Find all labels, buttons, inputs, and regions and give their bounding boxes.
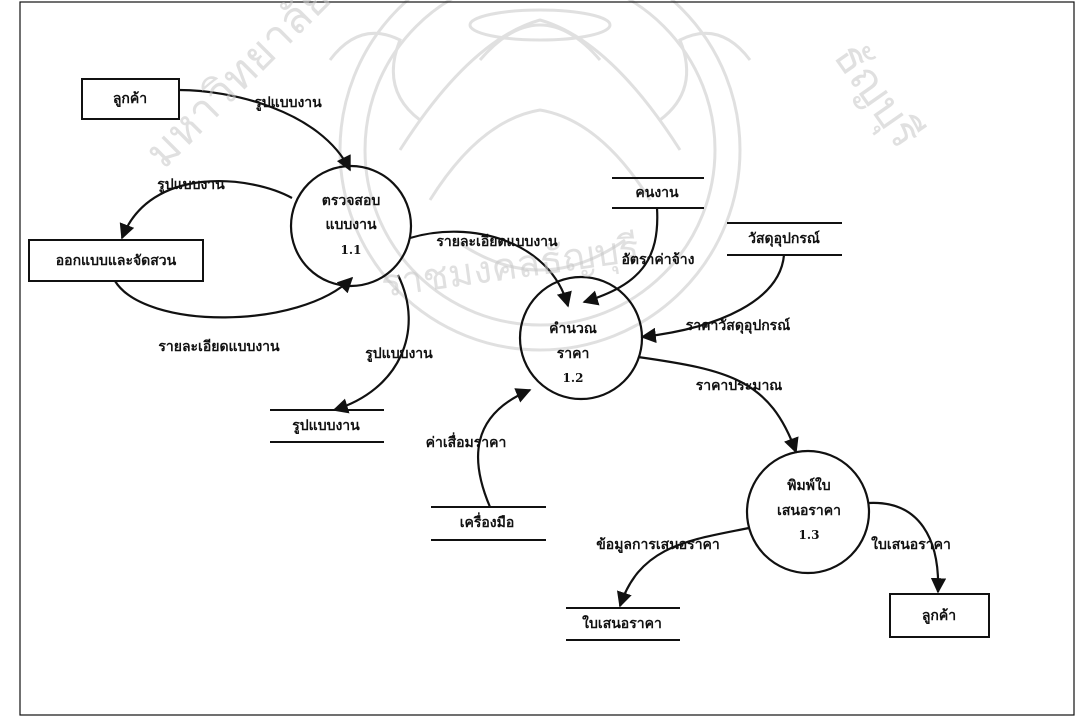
flow-p3-to-store (617, 526, 750, 608)
flow-equipment-to-p2 (640, 254, 786, 344)
process-1-1-line1: ตรวจสอบ (321, 193, 381, 209)
store-equipment-label: วัสดุอุปกรณ์ (748, 231, 820, 247)
flow-design-to-p1 (114, 276, 354, 319)
flow-p1-to-design-label: รูปแบบงาน (157, 177, 225, 193)
diagram-frame (19, 1, 1075, 716)
process-1-1-line2: แบบงาน (325, 217, 377, 233)
flow-p2-to-p3 (637, 355, 799, 454)
flow-workers-to-p2 (582, 207, 659, 306)
process-1-3-number: 1.3 (798, 528, 820, 542)
process-1-2-line1: คำนวณ (549, 321, 597, 337)
flow-p3-to-store-label: ข้อมูลการเสนอราคา (596, 537, 720, 553)
flow-workers-to-p2-label: อัตราค่าจ้าง (621, 252, 695, 268)
store-equipment (727, 222, 842, 256)
flow-p1-to-store-label: รูปแบบงาน (365, 346, 433, 362)
store-tools-label: เครื่องมือ (459, 515, 515, 531)
flow-tools-to-p2 (476, 388, 532, 508)
flow-tools-to-p2-label: ค่าเสื่อมราคา (425, 435, 507, 451)
process-1-3 (745, 449, 871, 575)
store-workers-label: คนงาน (635, 185, 679, 201)
store-quotation (566, 607, 680, 641)
flow-equipment-to-p2-label: ราคาวัสดุอุปกรณ์ (685, 318, 791, 334)
external-customer-top (81, 78, 180, 120)
process-1-1-number: 1.1 (340, 243, 362, 257)
flow-p1-to-store (332, 274, 410, 414)
store-design (270, 409, 384, 443)
flow-p3-to-customer-label: ใบเสนอราคา (871, 537, 951, 553)
process-1-3-line2: เสนอราคา (777, 503, 841, 519)
flow-customer-to-p1-label: รูปแบบงาน (254, 95, 322, 111)
process-1-2-line2: ราคา (556, 346, 590, 362)
external-customer-bottom-label: ลูกค้า (921, 608, 957, 624)
process-1-3-line1: พิมพ์ใบ (787, 478, 831, 494)
process-1-2-number: 1.2 (562, 371, 584, 385)
flow-p2-to-p3-label: ราคาประมาณ (695, 378, 783, 394)
external-customer-top-label: ลูกค้า (112, 91, 148, 107)
store-tools (431, 506, 546, 541)
flow-p3-to-customer (867, 501, 947, 594)
flow-design-to-p1-label: รายละเอียดแบบงาน (158, 339, 280, 355)
external-customer-bottom (889, 593, 990, 638)
flow-p1-to-p2-label: รายละเอียดแบบงาน (436, 234, 558, 250)
store-quotation-label: ใบเสนอราคา (582, 616, 662, 632)
external-design-garden-label: ออกแบบและจัดสวน (55, 253, 177, 269)
flow-customer-to-p1 (178, 88, 351, 172)
watermark-seal (328, 0, 752, 352)
store-design-label: รูปแบบงาน (292, 418, 360, 434)
flow-p1-to-p2 (409, 230, 572, 308)
flow-p1-to-design (119, 180, 293, 240)
